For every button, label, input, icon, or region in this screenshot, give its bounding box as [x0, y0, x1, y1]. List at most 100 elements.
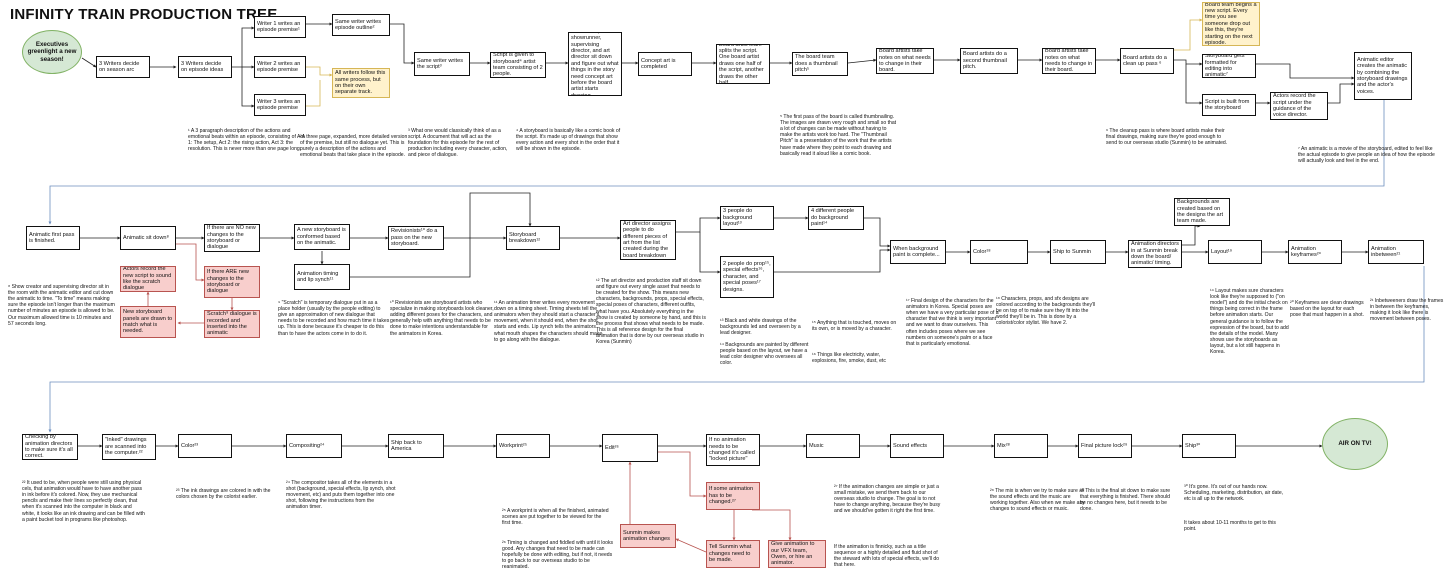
footnote-30: ³⁰ It's gone. It's out of our hands now.… — [1184, 484, 1284, 503]
row-1-connectors — [81, 18, 1355, 108]
footnote-27-continued: If the animation is finnicky, such as a … — [834, 544, 940, 569]
storyboard-formatted-node: Storyboard gets formatted for editing in… — [1202, 54, 1256, 78]
footnote-2: ²A three page, expanded, more detailed v… — [300, 134, 408, 159]
footnote-25: ²⁵ A workprint is when all the finished,… — [502, 508, 609, 527]
footnote-29: ²⁹ This is the final sit down to make su… — [1080, 488, 1171, 513]
concept-meeting-node: Artist team, showrunner, supervising dir… — [568, 32, 622, 96]
mix-node: Mix²⁸ — [994, 434, 1048, 458]
footnote-18: ¹⁸ Characters, props, and sfx designs ar… — [996, 296, 1096, 327]
tell-sunmin-node: Tell Sunmin what changes need to be made… — [706, 540, 760, 568]
footnote-16: ¹⁶ Things like electricity, water, explo… — [812, 352, 886, 365]
locked-picture-node: If no animation needs to be changed it's… — [706, 434, 760, 466]
footnote-9: ⁹ "Scratch" is temporary dialogue put in… — [278, 300, 390, 337]
footnote-8: ⁸ Show creator and supervising director … — [8, 284, 115, 327]
row-3-connectors — [78, 444, 1323, 553]
ship-to-sunmin-node: Ship to Sunmin — [1050, 240, 1106, 264]
storyboard-breakdown-node: Storyboard breakdown¹² — [506, 226, 560, 250]
sunmin-breakdown-node: Animation directors in at Sunmin break d… — [1128, 240, 1182, 268]
revisionists-node: Revisionists¹⁰ do a pass on the new stor… — [388, 226, 444, 250]
color-23-node: Color²³ — [178, 434, 232, 458]
writer-1-node: Writer 1 writes an episode premise¹ — [254, 16, 306, 38]
inked-drawings-node: "Inked" drawings are scanned into the co… — [102, 434, 156, 460]
executives-greenlight-node: Executives greenlight a new season! — [22, 30, 82, 74]
row-1-to-row-2-connector — [48, 100, 1385, 225]
writer-2-node: Writer 2 writes an episode premise — [254, 56, 306, 78]
backgrounds-created-node: Backgrounds are created based on the des… — [1174, 198, 1230, 226]
layout-node: Layout¹⁹ — [1208, 240, 1262, 264]
board-notes-2-node: Board artists take notes on what needs t… — [1042, 48, 1096, 74]
footnote-23: ²³ The ink drawings are colored in with … — [176, 488, 271, 501]
scratch-dialogue-node: Scratch⁹ dialogue is recorded and insert… — [204, 310, 260, 338]
episode-ideas-node: 3 Writers decide on episode ideas — [178, 56, 232, 78]
footnote-12: ¹² The art director and production staff… — [596, 278, 706, 346]
footnote-26: ²⁶ Timing is changed and fiddled with un… — [502, 540, 614, 571]
air-on-tv-node: AIR ON TV! — [1322, 418, 1388, 470]
background-layout-node: 3 people do background layout¹³ — [720, 206, 774, 230]
write-script-node: Same writer writes the script³ — [414, 52, 470, 76]
actors-rerecord-node: Actors record the new script to sound li… — [120, 266, 176, 292]
sound-effects-node: Sound effects — [890, 434, 944, 458]
row-2-to-row-3-connector — [48, 266, 1425, 433]
props-designs-node: 2 people do prop¹⁵, special effects¹⁶, c… — [720, 256, 774, 298]
second-pitch-node: Board artists do a second thumbnail pitc… — [960, 48, 1018, 74]
footnote-27: ²⁷ If the animation changes are simple o… — [834, 484, 941, 515]
footnote-10: ¹⁰ Revisionists are storyboard artists w… — [390, 300, 494, 337]
footnote-19: ¹⁹ Layout makes sure characters look lik… — [1210, 288, 1289, 356]
footnote-11: ¹¹ An animation timer writes every movem… — [494, 300, 603, 343]
footnote-5: ⁵ The first pass of the board is called … — [780, 114, 897, 157]
footnote-24: ²⁴ The compositor takes all of the eleme… — [286, 480, 396, 511]
vfx-team-node: Give animation to our VFX team, Owen, or… — [768, 540, 826, 568]
animatic-first-pass-node: Animatic first pass is finished. — [26, 226, 80, 250]
cleanup-pass-node: Board artists do a clean up pass ⁶ — [1120, 48, 1174, 74]
background-paint-node: 4 different people do background paint¹⁴ — [808, 206, 864, 230]
storyboard-team-node: Script is given to storyboard⁴ artist te… — [490, 52, 546, 78]
footnote-13: ¹³ Black and white drawings of the backg… — [720, 318, 801, 337]
workprint-node: Workprint²⁵ — [496, 434, 550, 458]
animatic-editor-node: Animatic editor creates the animatic by … — [1354, 52, 1412, 100]
writer-3-node: Writer 3 writes an episode premise — [254, 94, 306, 116]
timing-lip-synch-node: Animation timing and lip synch¹¹ — [294, 264, 350, 290]
animation-check-node: Checking by animation directors to make … — [22, 434, 78, 460]
footnote-4: ⁴ A storyboard is basically like a comic… — [516, 128, 621, 153]
footnote-1: ¹ A 3 paragraph description of the actio… — [188, 128, 305, 153]
footnote-21: ²¹ Inbetweeners draw the frames in betwe… — [1370, 298, 1444, 323]
new-panels-node: New storyboard panels are drawn to match… — [120, 306, 176, 338]
row-2-connectors — [80, 192, 1369, 325]
board-split-node: Board artist team splits the script. One… — [716, 44, 770, 84]
script-built-node: Script is built from the storyboard — [1202, 94, 1256, 116]
art-director-assigns-node: Art director assigns people to do differ… — [620, 220, 676, 260]
background-complete-node: When background paint is complete... — [890, 240, 946, 264]
are-new-changes-node: If there ARE new changes to the storyboa… — [204, 266, 260, 298]
edit-node: Edit²⁶ — [602, 434, 658, 462]
board-notes-1-node: Board artists take notes on what needs t… — [876, 48, 934, 74]
thumbnail-pitch-node: The board team does a thumbnail pitch⁵ — [792, 52, 848, 76]
footnote-22: ²² It used to be, when people were still… — [22, 480, 145, 523]
episode-outline-node: Same writer writes episode outline² — [332, 14, 390, 36]
actors-record-node: Actors record the script under the guida… — [1270, 92, 1328, 120]
ship-30-node: Ship³⁰ — [1182, 434, 1236, 458]
storyboard-conformed-node: A new storyboard is conformed based on t… — [294, 224, 350, 250]
footnote-15: ¹⁵ Anything that is touched, moves on it… — [812, 320, 897, 333]
footnote-3: ³ What one would classically think of as… — [408, 128, 508, 159]
footnote-30-continued: It takes about 10-11 months to get to th… — [1184, 520, 1276, 533]
footnote-28: ²⁸ The mix is when we try to make sure a… — [990, 488, 1085, 513]
concept-complete-node: Concept art is completed — [638, 52, 692, 76]
ship-back-node: Ship back to America — [388, 434, 444, 458]
footnote-17: ¹⁷ Final design of the characters for th… — [906, 298, 999, 347]
footnote-7: ⁷ An animatic is a movie of the storyboa… — [1298, 146, 1435, 165]
all-writers-note-node: All writers follow this same process, bu… — [332, 68, 390, 98]
animatic-sit-down-node: Animatic sit down⁸ — [120, 226, 176, 250]
color-18-node: Color¹⁸ — [970, 240, 1028, 264]
new-script-note-node: Board team begins a new script. Every ti… — [1202, 2, 1260, 46]
diagram-title: INFINITY TRAIN PRODUCTION TREE — [10, 6, 278, 23]
footnote-6: ⁶ The cleanup pass is where board artist… — [1106, 128, 1228, 147]
animation-inbetween-node: Animation inbetween²¹ — [1368, 240, 1424, 264]
footnote-20: ²⁰ Keyframes are clean drawings based on… — [1290, 300, 1364, 319]
animation-keyframes-node: Animation keyframes²⁰ — [1288, 240, 1342, 264]
sunmin-makes-changes-node: Sunmin makes animation changes — [620, 524, 676, 548]
final-picture-lock-node: Final picture lock²⁹ — [1078, 434, 1132, 458]
season-arc-node: 3 Writers decide on season arc — [96, 56, 150, 78]
music-node: Music — [806, 434, 860, 458]
